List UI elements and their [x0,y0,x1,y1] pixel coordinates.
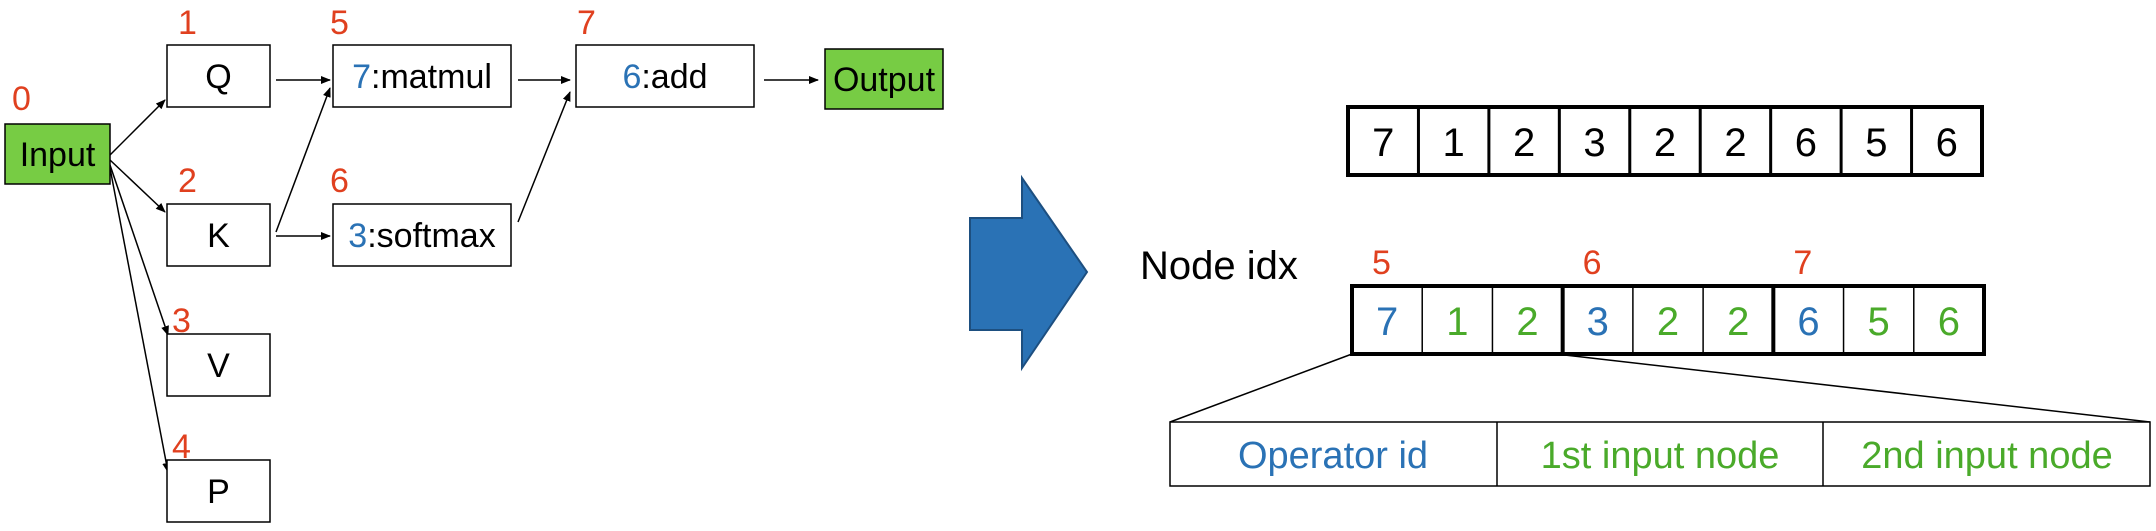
zoom-lines [1169,353,2151,423]
input-node-cell: 5 [1868,300,1890,344]
grouped-encoding-array: 5 6 7 7 1 2 3 2 2 6 5 6 [1350,244,1986,356]
node-v: 3 V [166,302,271,397]
node-output: Output [824,48,944,110]
group-index: 5 [1372,244,1391,282]
sequence-cell: 6 [1936,121,1958,165]
output-node-label: Output [833,61,936,99]
edge-input-p [109,167,171,473]
operator-id: 7 [352,58,371,96]
node-index: 4 [172,428,191,466]
grouped-array-border [1350,284,1986,356]
input-node-cell: 2 [1516,300,1538,344]
sequence-cell: 2 [1654,121,1676,165]
grouped-cells: 7 1 2 3 2 2 6 5 6 [1376,286,1960,354]
input-node-box [4,123,111,185]
softmax-node-box [332,203,512,267]
operator-name: :add [641,58,707,96]
node-index: 5 [330,4,349,42]
sequence-cell: 1 [1443,121,1465,165]
sequence-array-border [1346,105,1984,177]
edge-softmax-add [517,91,571,223]
input-node-cell: 2 [1727,300,1749,344]
node-index: 3 [172,302,191,340]
p-node-box [166,459,271,523]
group-index: 7 [1793,244,1812,282]
node-k: 2 K [166,162,271,267]
sequence-cell: 3 [1583,121,1605,165]
node-p: 4 P [166,428,271,523]
node-index: 7 [577,4,596,42]
p-node-label: P [207,473,230,511]
operator-name: :softmax [367,217,495,255]
legend-border [1169,421,2151,487]
operator-id-cell: 7 [1376,300,1398,344]
node-index: 0 [12,80,31,118]
sequence-cell: 5 [1865,121,1887,165]
q-node-label: Q [205,58,231,96]
legend-first-input: 1st input node [1541,435,1780,477]
legend-second-input: 2nd input node [1861,435,2112,477]
node-index: 2 [178,162,197,200]
operator-id-cell: 6 [1797,300,1819,344]
operator-id: 6 [622,58,641,96]
matmul-node-label: 7:matmul [352,58,492,96]
zoom-line-right [1555,353,2151,423]
legend-operator-id: Operator id [1238,435,1428,477]
input-node-label: Input [20,136,96,174]
sequence-cell: 7 [1372,121,1394,165]
node-matmul: 5 7:matmul [330,4,512,108]
node-input: 0 Input [4,80,111,185]
v-node-box [166,333,271,397]
node-index: 6 [330,162,349,200]
k-node-label: K [207,217,230,255]
v-node-label: V [207,347,230,385]
operator-id-cell: 3 [1587,300,1609,344]
edge-input-v [109,164,169,336]
add-node-label: 6:add [622,58,707,96]
node-idx-label: Node idx [1140,244,1298,288]
softmax-node-label: 3:softmax [348,217,495,255]
edge-input-q [109,99,166,156]
transform-arrow-icon [969,174,1089,372]
node-softmax: 6 3:softmax [330,162,512,267]
k-node-box [166,203,271,267]
edge-k-matmul [275,87,331,233]
sequence-cell: 2 [1724,121,1746,165]
output-node-box [824,48,944,110]
node-q: 1 Q [166,4,271,108]
group-index: 6 [1583,244,1602,282]
zoom-line-left [1169,353,1353,423]
matmul-node-box [332,44,512,108]
sequence-array: 7 1 2 3 2 2 6 5 6 [1346,105,1984,177]
graph-edges [109,76,819,473]
add-node-box [575,44,755,108]
legend-table: Operator id 1st input node 2nd input nod… [1169,421,2151,487]
sequence-cell: 6 [1795,121,1817,165]
node-add: 7 6:add [575,4,755,108]
input-node-cell: 1 [1446,300,1468,344]
input-node-cell: 6 [1938,300,1960,344]
sequence-cell: 2 [1513,121,1535,165]
edge-input-k [109,159,166,213]
operator-id: 3 [348,217,367,255]
sequence-cells: 7 1 2 3 2 2 6 5 6 [1372,107,1958,175]
node-index: 1 [178,4,197,42]
input-node-cell: 2 [1657,300,1679,344]
group-indices: 5 6 7 [1372,244,1812,282]
operator-name: :matmul [371,58,492,96]
q-node-box [166,44,271,108]
